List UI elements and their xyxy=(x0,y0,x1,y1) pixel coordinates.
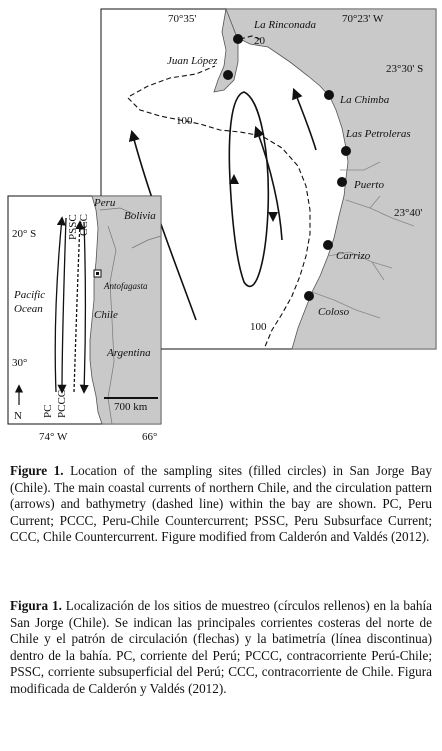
figure-caption-english: Figure 1. Location of the sampling sites… xyxy=(10,463,432,546)
inset-label-chile: Chile xyxy=(94,309,118,321)
inset-label-antofagasta: Antofagasta xyxy=(103,281,148,291)
label-la-rinconada: La Rinconada xyxy=(253,19,317,31)
lon-right-label: 70°23' W xyxy=(342,13,384,25)
caption-es-text: Localización de los sitios de muestreo (… xyxy=(10,598,432,696)
eddy-arrow-down-icon xyxy=(268,212,278,222)
inset-lat-20: 20° S xyxy=(12,228,36,240)
site-la-rinconada xyxy=(233,34,243,44)
caption-en-text: Location of the sampling sites (filled c… xyxy=(10,463,432,545)
label-puerto: Puerto xyxy=(353,179,384,191)
drainage-lines xyxy=(311,161,415,319)
inset-label-ocean: Ocean xyxy=(14,303,43,315)
site-las-petroleras xyxy=(341,146,351,156)
inset-lat-30: 30° xyxy=(12,357,27,369)
circulation-arrows xyxy=(128,87,317,321)
caption-es-label: Figura 1. xyxy=(10,598,62,613)
site-juan-lopez xyxy=(223,70,233,80)
label-juan-lopez: Juan López xyxy=(167,55,218,67)
site-carrizo xyxy=(323,240,333,250)
inset-label-north: N xyxy=(14,410,22,422)
inset-label-ccc: CCC xyxy=(78,214,90,236)
isobath-lines xyxy=(127,35,311,350)
inset-land xyxy=(89,195,162,425)
inset-label-bolivia: Bolivia xyxy=(124,210,156,222)
caption-en-label: Figure 1. xyxy=(10,463,64,478)
lat-top-label: 23°30' S xyxy=(386,63,423,75)
site-coloso xyxy=(304,291,314,301)
figure-caption-spanish: Figura 1. Localización de los sitios de … xyxy=(10,598,432,698)
antofagasta-marker-dot xyxy=(96,272,99,275)
site-puerto xyxy=(337,177,347,187)
isobath-100-label-south: 100 xyxy=(250,321,267,333)
label-carrizo: Carrizo xyxy=(336,250,371,262)
inset-label-pssc: PSSC xyxy=(67,214,79,240)
inset-label-pacific: Pacific xyxy=(13,289,45,301)
sampling-sites xyxy=(223,34,351,301)
eddy-arrow-up-icon xyxy=(229,174,239,184)
isobath-100-label-north: 100 xyxy=(176,115,193,127)
lon-left-label: 70°35' xyxy=(168,13,196,25)
label-la-chimba: La Chimba xyxy=(339,94,390,106)
inset-lon-66: 66° xyxy=(142,431,157,443)
label-las-petroleras: Las Petroleras xyxy=(345,128,411,140)
inset-map: 20° S 30° 74° W 66° Peru Bolivia Antofag… xyxy=(7,195,162,443)
label-coloso: Coloso xyxy=(318,306,350,318)
inset-label-argentina: Argentina xyxy=(106,347,151,359)
inset-label-pc: PC xyxy=(42,405,54,418)
site-la-chimba xyxy=(324,90,334,100)
inset-scale-label: 700 km xyxy=(114,401,148,413)
juan-lopez-peninsula xyxy=(213,7,239,93)
lat-bottom-label: 23°40' xyxy=(394,207,422,219)
inset-label-pccc: PCCC xyxy=(56,390,68,418)
inset-label-peru: Peru xyxy=(93,197,116,209)
inset-currents xyxy=(54,216,89,394)
isobath-20-label: 20 xyxy=(254,35,266,47)
inset-lon-74: 74° W xyxy=(39,431,68,443)
